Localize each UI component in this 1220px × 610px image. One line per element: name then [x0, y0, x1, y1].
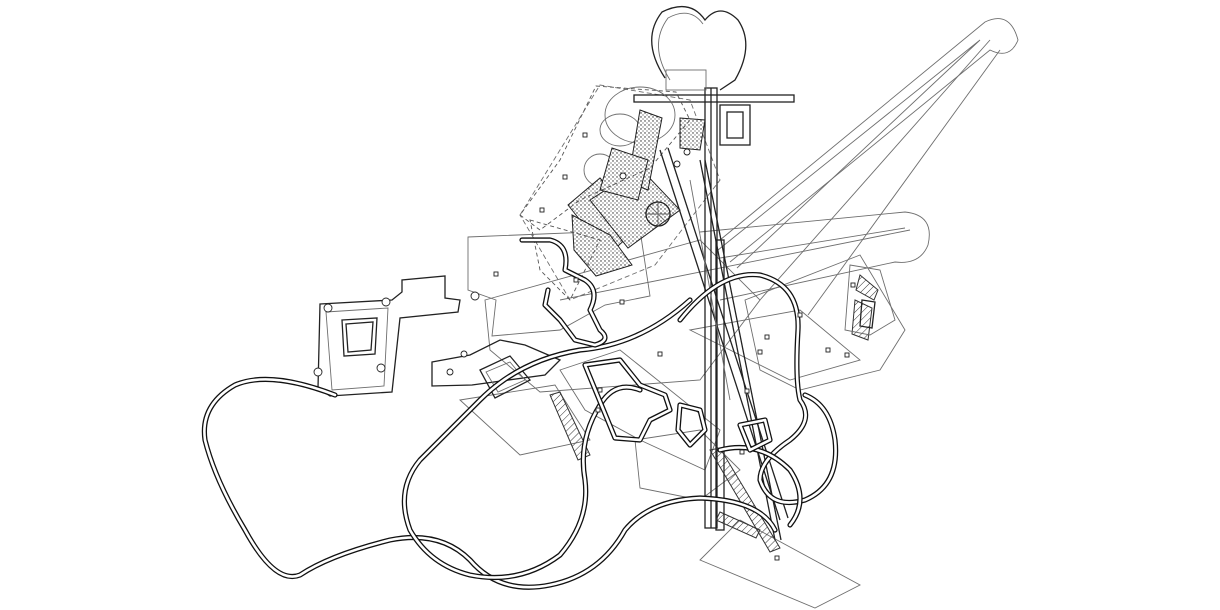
diagonal-beams [559, 18, 1019, 316]
zigzag-routes [519, 237, 773, 453]
left-platform [313, 275, 480, 397]
floor-plates [459, 84, 906, 609]
right-structure [844, 264, 896, 336]
hatched-ramps [549, 274, 879, 553]
stippled-blocks [567, 109, 706, 277]
wheel-detail [645, 201, 671, 227]
mid-left-platform [431, 339, 562, 399]
top-balloon [583, 5, 747, 187]
curved-paths [201, 271, 839, 590]
dashed-outline [519, 85, 691, 301]
post-markers [493, 132, 856, 561]
